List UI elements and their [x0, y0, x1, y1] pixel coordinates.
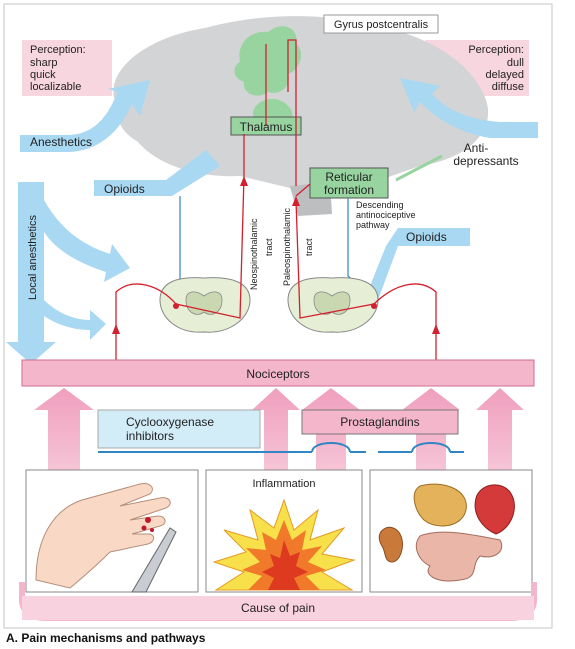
perception-right-text: Perception: dull delayed diffuse [468, 44, 524, 93]
anesthetics-arrow [20, 80, 150, 152]
svg-text:Perception:: Perception: [30, 44, 86, 56]
thalamus-label: Thalamus [240, 120, 293, 134]
gyrus-label-box [323, 14, 439, 34]
hand-with-knife-illustration [35, 483, 177, 593]
opioids-arrow-left [94, 150, 220, 196]
neo-tract-label-1: Neospinothalamic [249, 218, 259, 290]
cox-label-1: Cyclooxygenase [126, 415, 214, 429]
svg-text:localizable: localizable [30, 81, 81, 93]
inflammation-burst-illustration [212, 498, 356, 591]
cause-of-pain-label: Cause of pain [241, 601, 315, 615]
paleo-tract-label-1: Paleospinothalamic [282, 207, 292, 286]
perception-left-text: Perception: sharp quick localizable [30, 44, 86, 93]
descending-label-3: pathway [356, 220, 390, 230]
cox-label-2: inhibitors [126, 429, 174, 443]
inflammation-label: Inflammation [253, 478, 316, 490]
svg-text:Perception:: Perception: [468, 44, 524, 56]
opioids-arrow-right [366, 228, 470, 300]
red-arrowheads [112, 176, 440, 334]
perception-sharp-box [22, 40, 112, 96]
figure-caption: A. Pain mechanisms and pathways [6, 631, 206, 645]
cox-inhibitors-box [97, 409, 261, 449]
svg-text:quick: quick [30, 69, 56, 81]
descending-label-1: Descending [356, 200, 404, 210]
reticular-label-1: Reticular [325, 170, 372, 184]
spinal-cord-right [287, 277, 379, 333]
reticular-formation-box [309, 167, 389, 199]
anesthetics-label: Anesthetics [30, 135, 92, 149]
antidepressant-link [395, 154, 443, 182]
svg-text:dull: dull [507, 57, 524, 69]
reticular-label-2: formation [324, 183, 374, 197]
opioids-left-label: Opioids [104, 182, 145, 196]
descending-label-2: antinociceptive [356, 210, 416, 220]
gyrus-postcentralis-cortex [234, 26, 302, 96]
svg-text:delayed: delayed [485, 69, 524, 81]
paleo-tract-label-2: tract [304, 238, 314, 256]
svg-text:sharp: sharp [30, 57, 58, 69]
gyrus-label: Gyrus postcentralis [334, 19, 429, 31]
cause-of-pain-bar [22, 596, 534, 620]
prostaglandins-box [301, 409, 459, 435]
internal-organs-illustration [378, 483, 515, 582]
antidepressants-arrow [400, 78, 538, 138]
local-anesthetics-arrow [6, 182, 130, 364]
neo-tract-label-2: tract [264, 238, 274, 256]
prostaglandins-label: Prostaglandins [340, 415, 419, 429]
cox-block-lines [98, 442, 464, 453]
svg-text:diffuse: diffuse [492, 81, 524, 93]
opioids-right-label: Opioids [406, 230, 447, 244]
antidepressants-label-1: Anti- [464, 141, 489, 155]
nociceptors-label: Nociceptors [246, 367, 309, 381]
local-anesthetics-label: Local anesthetics [27, 215, 39, 300]
nociceptors-bar [21, 359, 535, 387]
antidepressants-label-2: depressants [453, 154, 518, 168]
